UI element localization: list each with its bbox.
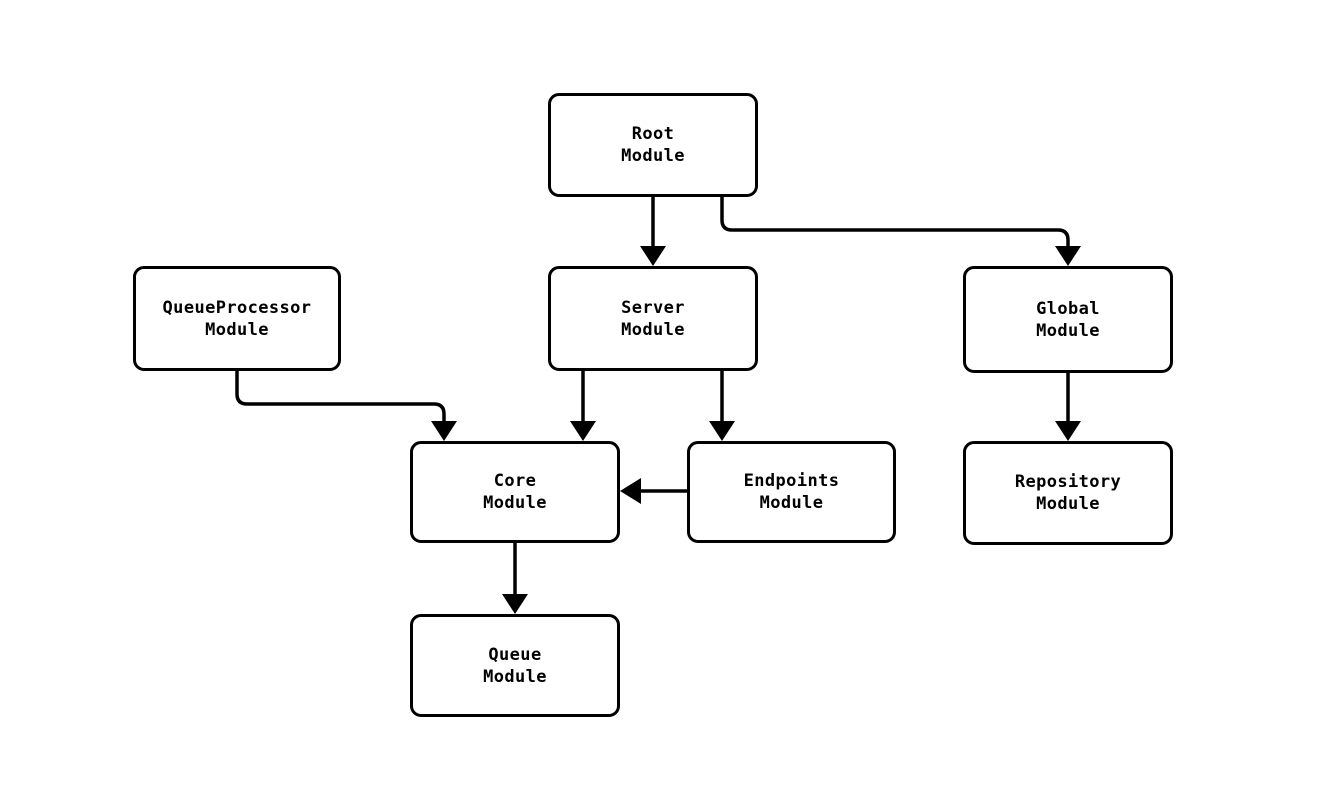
node-repository-module-line1: Repository: [1014, 472, 1122, 492]
node-root-module[interactable]: Root Module: [548, 93, 758, 197]
node-queueprocessor-module[interactable]: QueueProcessor Module: [133, 266, 341, 371]
edge-queueprocessor-to-core: [235, 371, 446, 427]
node-root-module-line2: Module: [621, 146, 685, 166]
node-global-module-line2: Module: [1036, 320, 1100, 341]
node-queue-module-line1: Queue: [488, 644, 542, 665]
node-core-module-line2: Module: [483, 493, 547, 513]
node-global-module-line1: Global: [1036, 298, 1100, 319]
node-global-module[interactable]: Global Module: [963, 266, 1173, 373]
arrowhead-server-to-endpoints: [709, 421, 735, 441]
node-core-module-line1: Core: [493, 471, 537, 491]
arrowhead-global-to-repository: [1055, 421, 1081, 441]
arrowhead-core-to-queue: [502, 594, 528, 614]
node-endpoints-module[interactable]: Endpoints Module: [687, 441, 896, 543]
edge-root-to-global: [720, 197, 1070, 252]
node-repository-module-line2: Module: [1036, 494, 1100, 514]
node-server-module[interactable]: Server Module: [548, 266, 758, 371]
node-root-module-line1: Root: [631, 124, 675, 144]
node-server-module-line2: Module: [621, 319, 685, 340]
arrowhead-server-to-core: [570, 421, 596, 441]
node-queueprocessor-module-line2: Module: [205, 319, 269, 340]
arrowhead-queueprocessor-to-core: [431, 421, 457, 441]
node-endpoints-module-line2: Module: [759, 493, 824, 513]
node-queue-module[interactable]: Queue Module: [410, 614, 620, 717]
arrowhead-endpoints-to-core: [620, 478, 641, 504]
arrowhead-root-to-server: [640, 246, 666, 266]
node-core-module[interactable]: Core Module: [410, 441, 620, 543]
node-queue-module-line2: Module: [483, 666, 547, 687]
node-queueprocessor-module-line1: QueueProcessor: [162, 297, 312, 318]
node-server-module-line1: Server: [621, 297, 685, 318]
node-repository-module[interactable]: Repository Module: [963, 441, 1173, 545]
node-endpoints-module-line1: Endpoints: [743, 471, 840, 491]
arrowhead-root-to-global: [1055, 246, 1081, 266]
